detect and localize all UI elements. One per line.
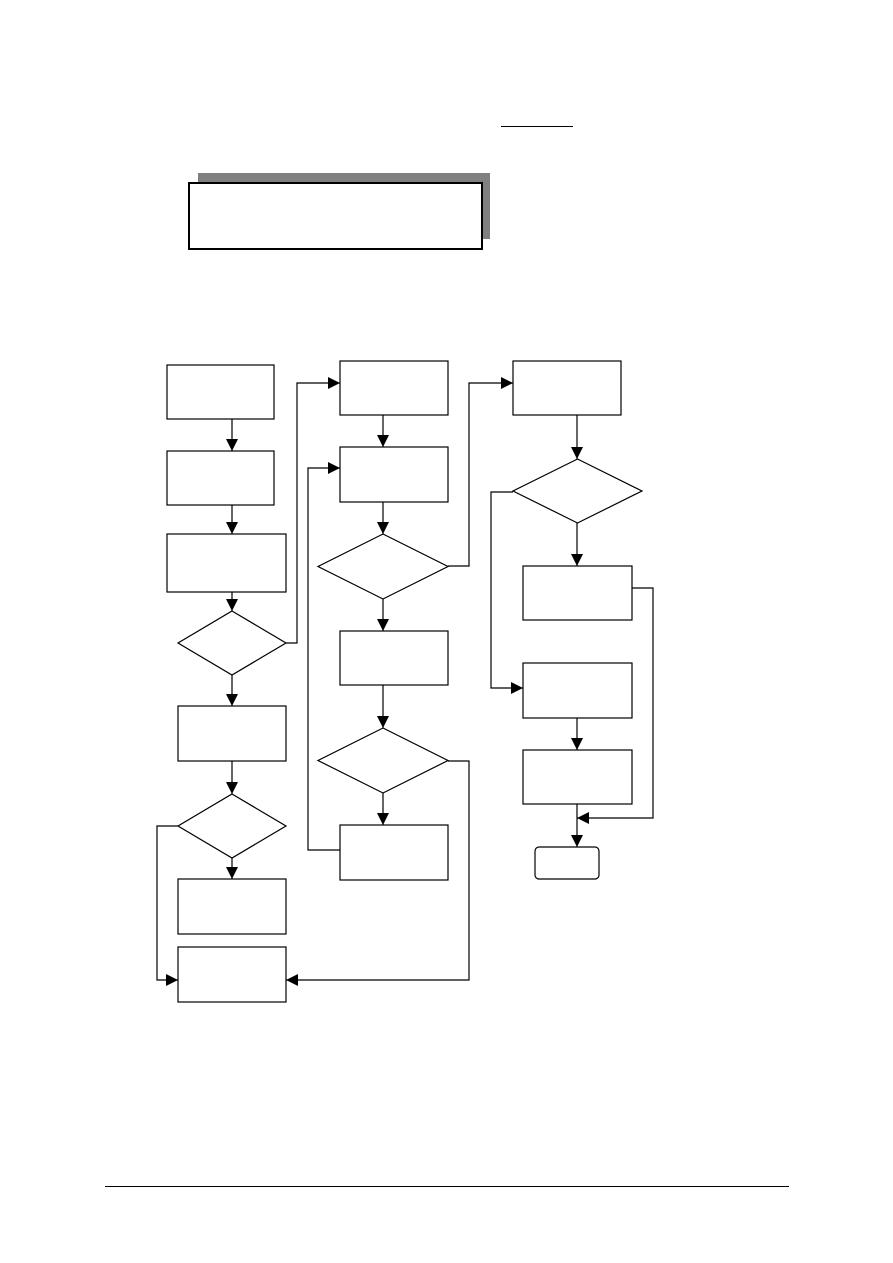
- process-shape: [512, 360, 622, 416]
- connector-c1-decision1-to-c2-box1: [286, 377, 340, 644]
- process-node-c1-box3: [166, 533, 287, 593]
- process-node-c3-box3: [522, 662, 633, 719]
- process-shape: [339, 360, 449, 416]
- footer-rule: [105, 1186, 789, 1187]
- connector-c3-box2-to-c3-terminal: [577, 587, 654, 824]
- process-shape: [522, 749, 633, 805]
- process-node-c3-box1: [512, 360, 622, 416]
- process-shape: [166, 533, 287, 593]
- process-shape: [166, 450, 275, 506]
- process-shape: [177, 705, 287, 762]
- process-node-c3-box2: [522, 565, 633, 621]
- process-shape: [177, 946, 287, 1003]
- banner-box: [188, 182, 483, 250]
- decision-node-c1-decision1: [176, 610, 288, 676]
- process-shape: [177, 878, 287, 935]
- process-shape: [522, 662, 633, 719]
- process-node-c3-box4: [522, 749, 633, 805]
- process-shape: [166, 364, 275, 420]
- process-shape: [339, 630, 449, 686]
- decision-node-c2-decision2: [316, 727, 450, 794]
- decision-shape: [176, 793, 288, 859]
- process-shape: [522, 565, 633, 621]
- decision-shape: [511, 458, 644, 524]
- process-node-c1-box4: [177, 705, 287, 762]
- process-node-c2-box2: [339, 446, 449, 503]
- process-node-c1-box6: [177, 946, 287, 1003]
- process-node-c1-box2: [166, 450, 275, 506]
- decision-node-c3-decision1: [511, 458, 644, 524]
- decision-node-c2-decision1: [316, 533, 450, 600]
- process-node-c2-box3: [339, 630, 449, 686]
- terminal-node-c3-terminal: [534, 846, 600, 880]
- process-shape: [339, 446, 449, 503]
- connector-c2-box4-to-c2-box2: [307, 462, 340, 851]
- process-node-c1-box5: [177, 878, 287, 935]
- connector-c2-decision1-to-c3-box1: [448, 377, 513, 567]
- process-node-c2-box1: [339, 360, 449, 416]
- connector-c2-decision2-to-c1-box6: [286, 760, 470, 986]
- decision-shape: [176, 610, 288, 676]
- process-shape: [339, 824, 449, 881]
- terminal-shape: [534, 846, 600, 880]
- decision-node-c1-decision2: [176, 793, 288, 859]
- process-node-c2-box4: [339, 824, 449, 881]
- decision-shape: [316, 533, 450, 600]
- connector-c3-decision1-to-c3-box3: [490, 491, 523, 694]
- decision-shape: [316, 727, 450, 794]
- process-node-c1-box1: [166, 364, 275, 420]
- connector-c1-decision2-to-c1-box6: [156, 825, 178, 986]
- title-underline: [501, 126, 573, 127]
